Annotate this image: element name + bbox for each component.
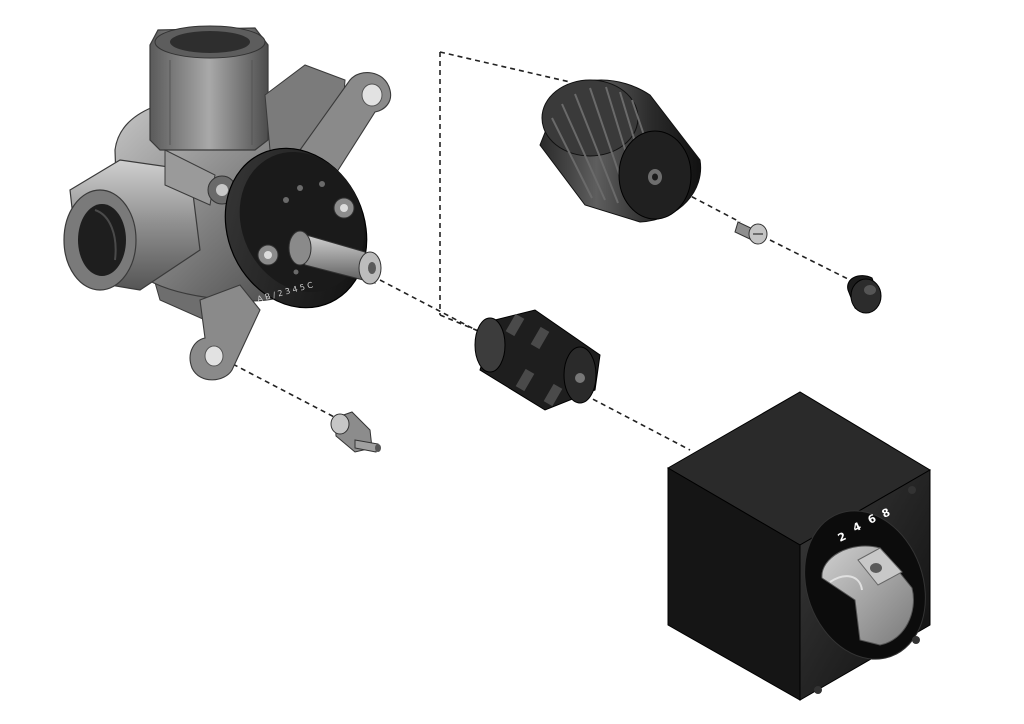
- assembly-line-top: [439, 51, 571, 83]
- assembly-lines: [224, 51, 861, 451]
- assembly-line-spindle: [379, 279, 496, 341]
- assembly-line-stop-screw: [224, 359, 341, 421]
- trim-cover: 2 4 6 8: [667, 391, 931, 701]
- valve-spindle: [288, 230, 382, 285]
- adapter-sleeve: [474, 309, 601, 411]
- assembly-line-knob-screw: [659, 179, 741, 223]
- assembly-line-screw-cap: [769, 239, 861, 286]
- valve-body: A B / 2 3 4 5 C: [63, 25, 392, 381]
- dial-knob: [539, 79, 702, 223]
- lever-handle: [821, 545, 914, 646]
- knob-screw: [734, 221, 768, 245]
- assembly-line-to-cover: [584, 394, 691, 451]
- screw-cap: [847, 275, 882, 314]
- stop-screw: [330, 411, 381, 453]
